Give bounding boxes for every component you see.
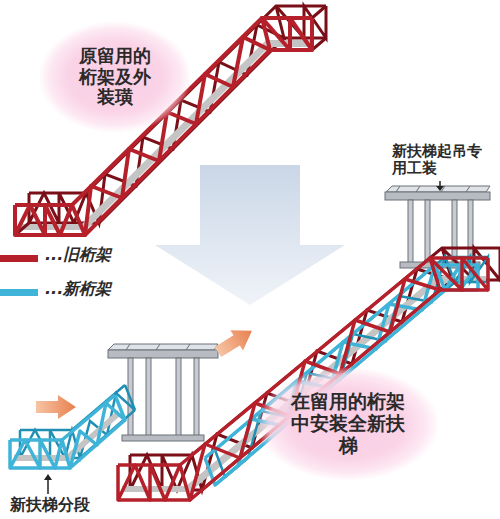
callout-label: 新扶梯起吊专用工装 bbox=[392, 143, 487, 178]
legend-text: ...新桁架 bbox=[45, 280, 111, 298]
blob-text: 在留用的桁架中安装全新扶梯 bbox=[288, 391, 408, 457]
highlight-blob: 原留用的桁架及外装璜 bbox=[40, 22, 190, 132]
blob-text: 原留用的桁架及外装璜 bbox=[76, 46, 153, 108]
highlight-blob: 在留用的桁架中安装全新扶梯 bbox=[258, 368, 438, 480]
legend-swatch bbox=[0, 255, 38, 262]
legend-swatch bbox=[0, 289, 38, 296]
legend-text: ...旧桁架 bbox=[45, 246, 111, 264]
callout-label: 新扶梯分段 bbox=[10, 496, 95, 514]
